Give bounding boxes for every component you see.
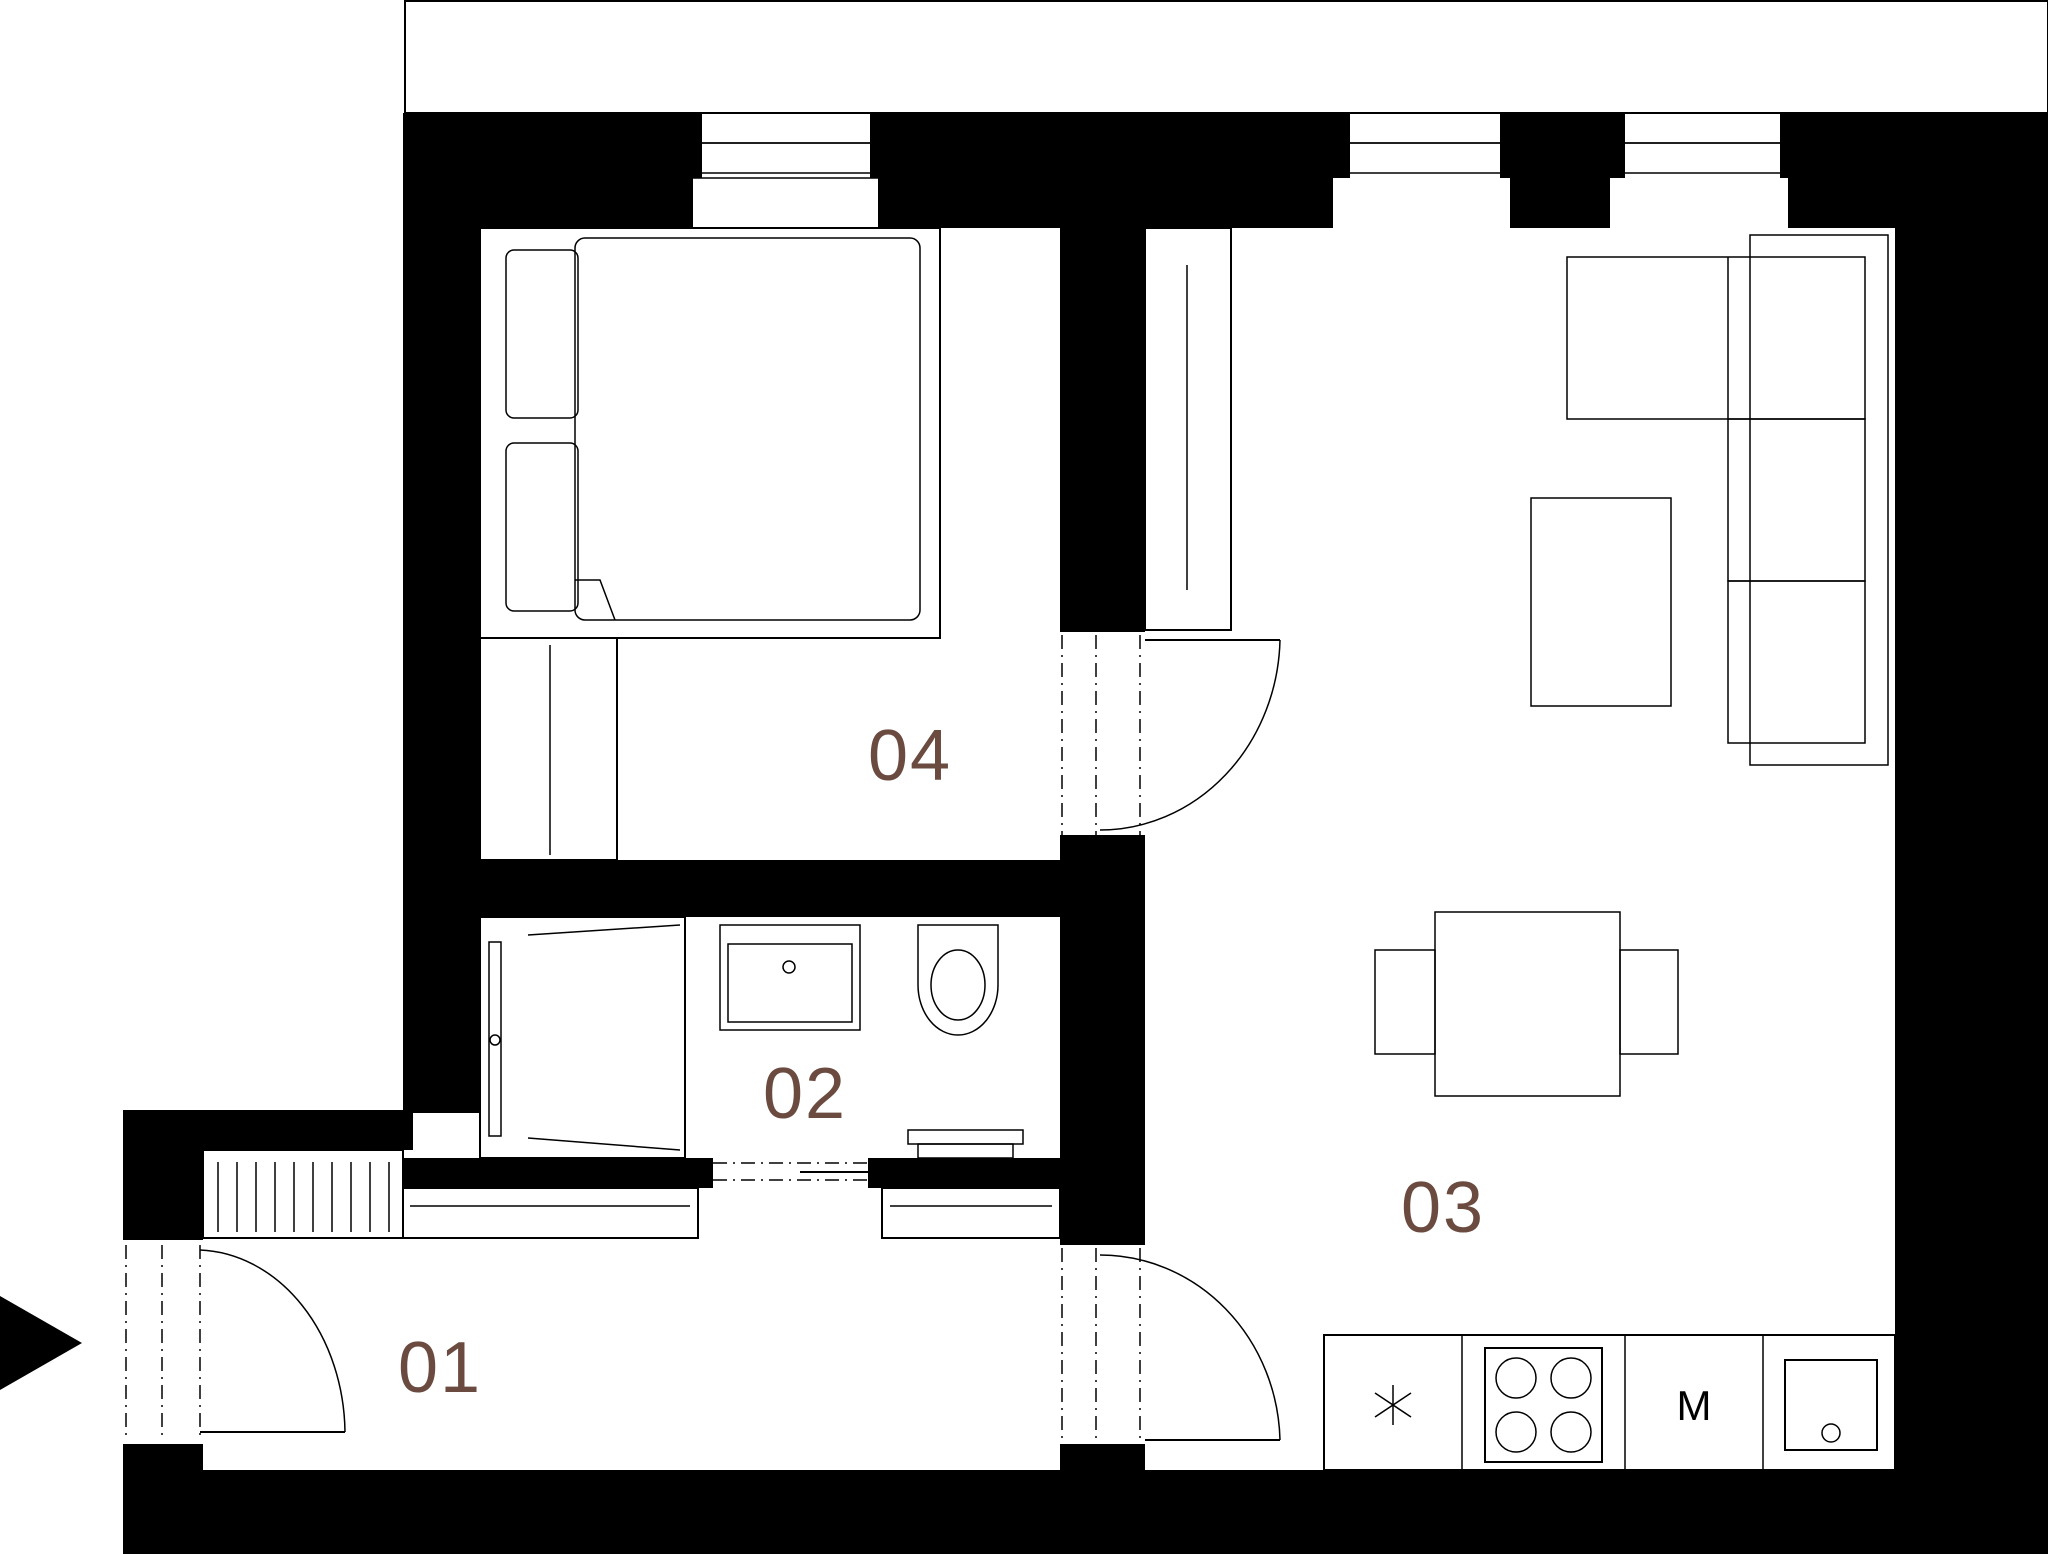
coffee-table [1530, 497, 1672, 707]
bathroom-door [713, 1162, 868, 1181]
bedroom-furniture [479, 227, 941, 861]
entrance-door [125, 1245, 346, 1440]
bedroom-door [1061, 635, 1281, 835]
toilet-icon [917, 924, 999, 1036]
sofa-icon [1566, 234, 1889, 766]
windows [676, 112, 1801, 179]
microwave-label: M [1677, 1382, 1712, 1429]
room-label-03: 03 [1401, 1168, 1485, 1248]
room-label-04: 04 [868, 716, 952, 796]
window-living-2 [1597, 112, 1801, 174]
hall-storage [202, 1149, 404, 1239]
room-label-01: 01 [398, 1328, 482, 1408]
shower-icon [479, 916, 686, 1159]
room-label-02: 02 [763, 1054, 847, 1134]
washbasin [719, 924, 861, 1031]
window-living-1 [1319, 112, 1524, 174]
living-door [1061, 1248, 1281, 1445]
wardrobe-bedroom [479, 637, 618, 861]
entrance-arrow-icon [0, 1296, 82, 1390]
extractor-fan-icon [1374, 1385, 1412, 1425]
kitchen-counter: M [1323, 1334, 1896, 1471]
walls [123, 113, 2048, 1554]
hall-wardrobe-left [402, 1187, 699, 1239]
balcony [404, 0, 2048, 114]
bathroom-fixtures [479, 916, 1024, 1159]
window-bedroom [676, 112, 896, 179]
hall-wardrobe-right [881, 1187, 1061, 1239]
bed-icon [479, 227, 941, 639]
sink-icon [1784, 1359, 1878, 1451]
microwave: M [1677, 1382, 1712, 1429]
living-wall-unit [1144, 227, 1232, 631]
hob-icon [1484, 1347, 1603, 1463]
heater [907, 1129, 1024, 1159]
dining-table-icon [1374, 911, 1679, 1097]
